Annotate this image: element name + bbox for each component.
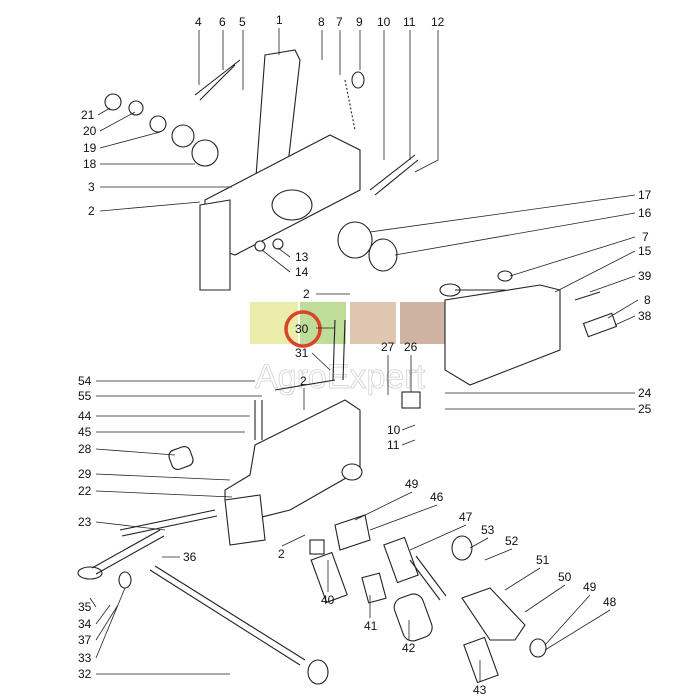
part-label: 50 (558, 570, 572, 584)
part-label: 22 (78, 484, 92, 498)
part-label: 11 (403, 15, 416, 29)
part-label: 2 (303, 287, 310, 301)
part-label: 25 (638, 402, 652, 416)
part-label: 55 (78, 389, 92, 403)
part-47-spring (383, 536, 419, 584)
part-label: 27 (381, 340, 395, 354)
part-labels: 4 6 5 1 8 7 9 10 11 12 21 20 19 18 3 2 1… (78, 13, 652, 697)
part-label: 11 (387, 438, 400, 452)
part-label: 48 (603, 595, 617, 609)
frame-leg (199, 199, 231, 291)
part-label: 53 (481, 523, 495, 537)
part-label: 18 (83, 157, 97, 171)
part-label: 37 (78, 633, 92, 647)
watermark-text: AgroExpert (255, 358, 426, 396)
lower-frame-assembly (77, 391, 547, 685)
part-label: 36 (183, 550, 197, 564)
part-41 (361, 572, 387, 604)
bracket-15-assembly (439, 270, 618, 386)
part-22-frame (224, 399, 361, 521)
part-label: 20 (83, 124, 97, 138)
part-label: 42 (402, 641, 416, 655)
highlight-circle (284, 310, 322, 348)
part-label: 46 (430, 490, 444, 504)
part-23-rod (119, 509, 218, 537)
part-label: 4 (195, 15, 202, 29)
part-label: 52 (505, 534, 519, 548)
part-label: 13 (295, 250, 309, 264)
part-53-clip (451, 535, 473, 561)
part-label: 8 (318, 15, 325, 29)
part-50 (461, 587, 526, 641)
part-label: 2 (88, 204, 95, 218)
part-label: 7 (642, 230, 649, 244)
part-label: 21 (81, 108, 95, 122)
watermark-fence-tile (400, 302, 446, 344)
upper-frame-assembly (104, 49, 419, 291)
part-label: 49 (583, 580, 597, 594)
part-label: 26 (404, 340, 418, 354)
part-label: 10 (387, 423, 401, 437)
watermark-tools-tile (350, 302, 396, 344)
part-label: 3 (88, 180, 95, 194)
part-label: 16 (638, 206, 652, 220)
part-label: 47 (459, 510, 473, 524)
part-label: 19 (83, 141, 97, 155)
part-label: 29 (78, 467, 92, 481)
part-32-shaft (149, 565, 306, 666)
part-label: 9 (356, 15, 363, 29)
part-label: 34 (78, 617, 92, 631)
part-label: 44 (78, 409, 92, 423)
part-label: 43 (473, 683, 487, 697)
watermark-tractor-tile (250, 302, 298, 344)
part-15-bracket (444, 284, 561, 386)
part-40-spring (310, 551, 348, 604)
part-label: 2 (300, 374, 307, 388)
part-label: 8 (644, 293, 651, 307)
part-label: 17 (638, 188, 652, 202)
part-label: 14 (295, 265, 309, 279)
part-label: 28 (78, 442, 92, 456)
part-46 (334, 514, 371, 551)
part-28 (168, 445, 194, 471)
part-label: 7 (336, 15, 343, 29)
part-label: 31 (295, 346, 309, 360)
part-label: 39 (638, 269, 652, 283)
frame-bore (271, 189, 313, 221)
part-label-highlighted: 30 (295, 322, 309, 336)
part-43-spring (463, 636, 499, 684)
part-label: 40 (321, 593, 335, 607)
part-label: 49 (405, 477, 419, 491)
part-label: 51 (536, 553, 550, 567)
part-label: 5 (239, 15, 246, 29)
part-label: 1 (276, 13, 283, 27)
rod-eye (77, 566, 103, 580)
part-1-arm (254, 49, 301, 191)
part-26 (401, 391, 421, 409)
watermark-barrow-tile (300, 302, 346, 344)
part-label: 23 (78, 515, 92, 529)
part-label: 54 (78, 374, 92, 388)
leader-lines (89, 28, 639, 682)
part-label: 32 (78, 667, 92, 681)
part-label: 41 (364, 619, 378, 633)
part-label: 10 (377, 15, 391, 29)
watermark-logo: AgroExpert (250, 302, 446, 396)
part-label: 45 (78, 425, 92, 439)
part-label: 2 (278, 547, 285, 561)
part-30-pin (274, 319, 346, 391)
part-label: 15 (638, 244, 652, 258)
part-42 (393, 593, 433, 642)
part-label: 35 (78, 600, 92, 614)
part-label: 6 (219, 15, 226, 29)
part-label: 38 (638, 309, 652, 323)
part-label: 33 (78, 651, 92, 665)
part-label: 24 (638, 386, 652, 400)
part-label: 12 (431, 15, 445, 29)
